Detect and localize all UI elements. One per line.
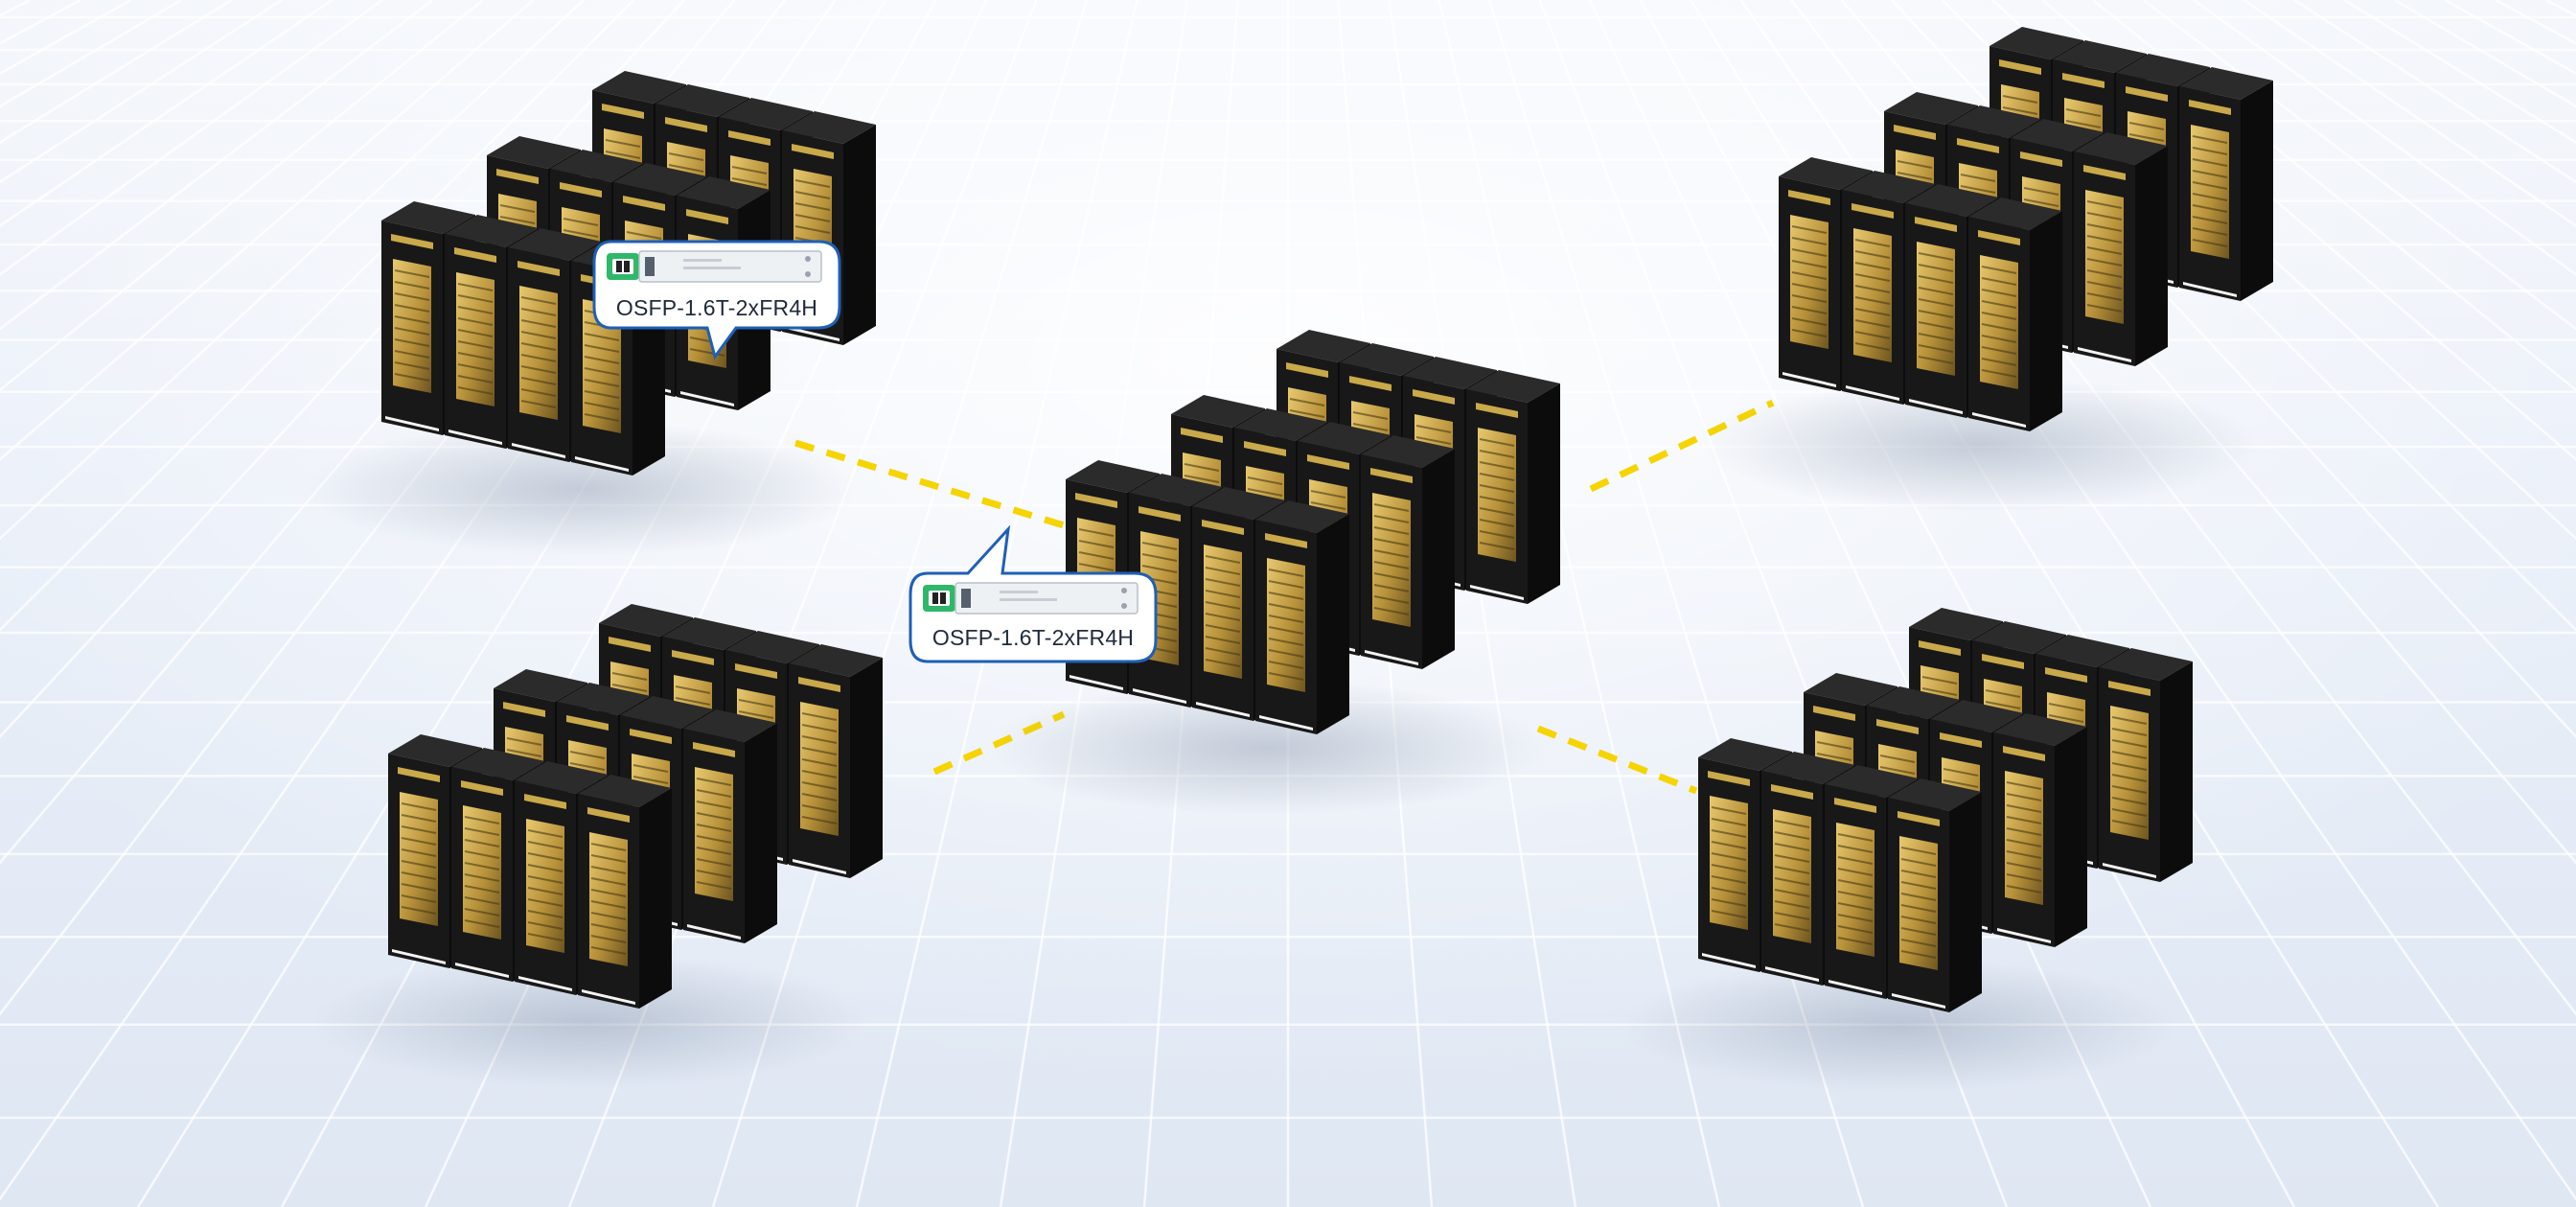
osfp-transceiver-icon [607,250,822,283]
server-rack [2099,648,2193,882]
server-cluster-center [989,330,1560,815]
server-rack [1968,197,2062,431]
server-rack [683,709,777,943]
server-rack [2074,132,2168,366]
server-rack [1466,370,1560,604]
osfp-transceiver-icon [923,582,1138,615]
transceiver-callout-1: OSFP-1.6T-2xFR4H [592,240,841,364]
server-rack [789,644,883,878]
server-cluster-top-right [1702,27,2273,512]
connection-link [1536,725,1698,795]
callout-label: OSFP-1.6T-2xFR4H [932,625,1135,650]
server-rack [1361,435,1455,669]
server-rack [1255,500,1349,734]
server-rack [2179,67,2273,301]
transceiver-callout-2: OSFP-1.6T-2xFR4H [908,525,1158,664]
server-cluster-bottom-right [1622,608,2193,1093]
server-cluster-bottom-left [311,604,883,1089]
server-rack [1993,713,2087,947]
server-rack [1888,778,1982,1012]
connection-link [794,439,1066,529]
callout-label: OSFP-1.6T-2xFR4H [615,295,818,320]
server-rack [578,775,672,1009]
